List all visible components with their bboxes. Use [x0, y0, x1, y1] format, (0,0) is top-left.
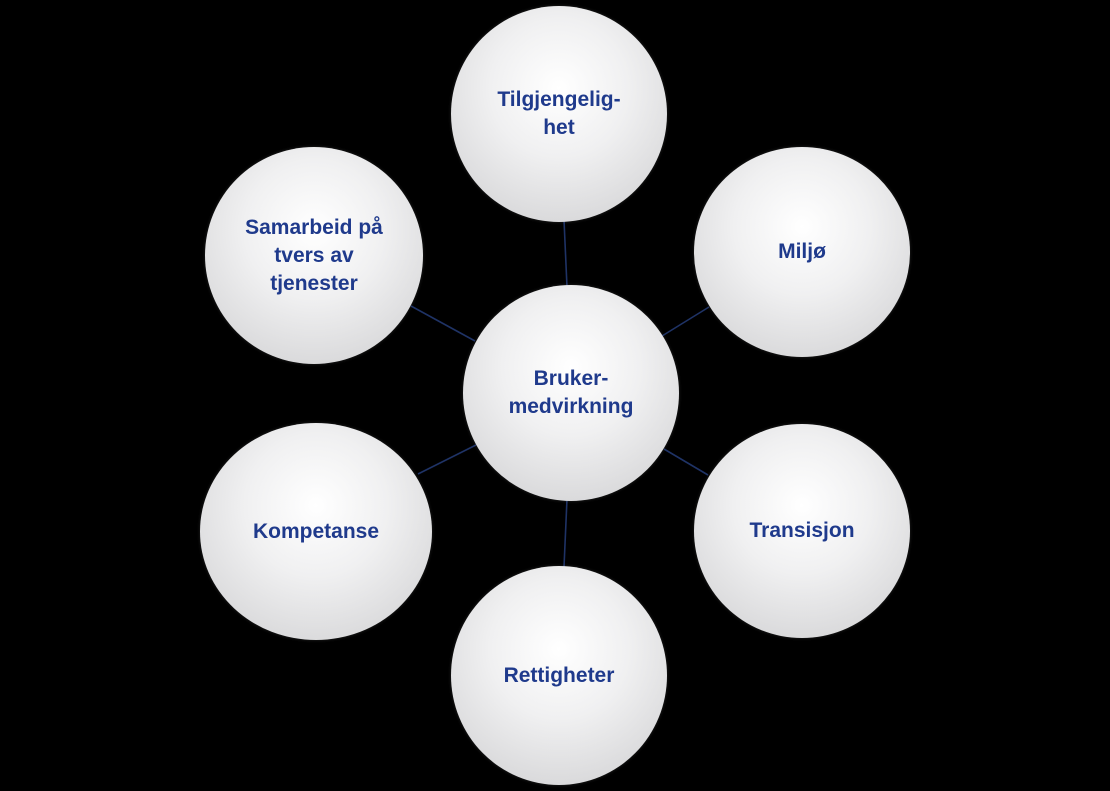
center-node-label: Bruker- medvirkning: [508, 367, 634, 418]
connector-bottom-right: [663, 448, 709, 476]
node-label: Samarbeid på tvers av tjenester: [245, 215, 383, 295]
node-label: Transisjon: [749, 519, 855, 542]
node-label: Rettigheter: [503, 663, 615, 687]
node-transisjon: Transisjon: [694, 424, 910, 638]
node-kompetanse: Kompetanse: [200, 423, 432, 640]
connector-bottom: [563, 498, 568, 568]
node-miljo: Miljø: [694, 147, 910, 357]
connector-top-left: [410, 305, 476, 342]
node-rettigheter: Rettigheter: [451, 566, 667, 785]
node-label: Miljø: [778, 240, 826, 263]
node-label: Kompetanse: [252, 519, 380, 543]
connector-top-right: [661, 306, 710, 337]
node-samarbeid: Samarbeid på tvers av tjenester: [205, 147, 423, 364]
node-tilgjengelighet: Tilgjengelig- het: [451, 6, 667, 222]
node-label: Tilgjengelig- het: [497, 88, 621, 139]
connector-left: [417, 444, 477, 475]
connector-top: [563, 219, 568, 288]
center-node-brukermedvirkning: Bruker- medvirkning: [463, 285, 679, 501]
